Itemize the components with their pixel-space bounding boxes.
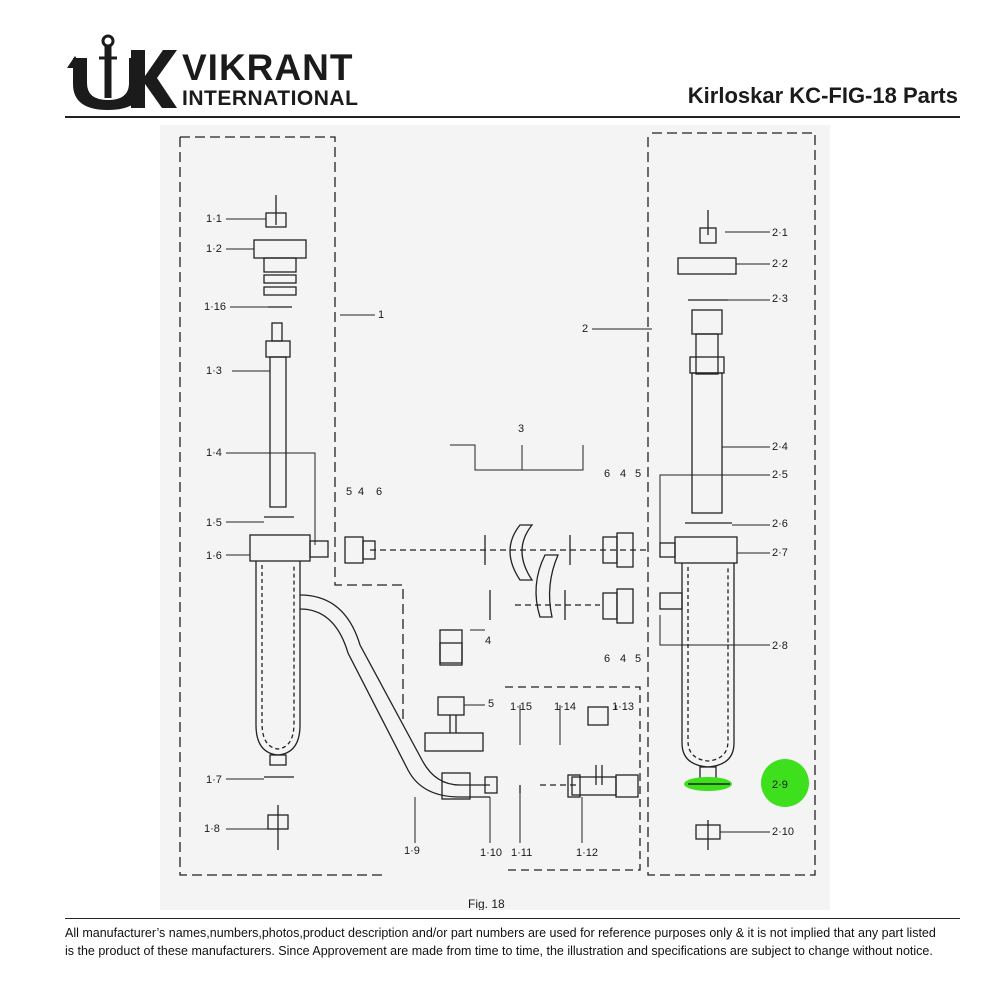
label-1-7: 1·7 [206,774,222,786]
center-assembly [344,524,639,798]
label-2-3: 2·3 [772,293,788,305]
label-6-right-bottom: 6 [604,653,610,665]
label-5-right-bottom: 5 [635,653,641,665]
header-divider [65,116,960,118]
label-6-right-top: 6 [604,468,610,480]
parts-diagram-drawing: 1·1 1·2 1·16 1·3 1·4 1·5 1·6 1·7 1·8 1·9… [179,132,816,911]
group-1-frame [179,136,404,876]
left-assembly [249,195,498,850]
label-1-10: 1·10 [480,847,502,859]
label-1-3: 1·3 [206,365,222,377]
page-header: VIKRANT INTERNATIONAL Kirloskar KC-FIG-1… [65,28,960,118]
label-2-9[interactable]: 2·9 [772,779,788,791]
label-2-4: 2·4 [772,441,788,453]
label-1-12: 1·12 [576,847,598,859]
group-1-fittings-frame [505,686,641,871]
footer-divider [65,918,960,919]
label-1-2: 1·2 [206,243,222,255]
label-1-4: 1·4 [206,447,222,459]
label-2-1: 2·1 [772,227,788,239]
group-label-2: 2 [582,323,588,335]
right-assembly [659,210,738,850]
group-label-3: 3 [518,423,524,435]
label-2-10: 2·10 [772,826,794,838]
label-4-center: 4 [485,635,491,647]
label-5-left: 5 [346,486,352,498]
disclaimer: All manufacturer’s names,numbers,photos,… [65,924,965,960]
label-1-16: 1·16 [204,301,226,313]
label-1-6: 1·6 [206,550,222,562]
label-1-15: 1·15 [510,701,532,713]
parts-diagram: 1·1 1·2 1·16 1·3 1·4 1·5 1·6 1·7 1·8 1·9… [160,125,830,911]
figure-caption: Fig. 18 [468,897,505,910]
label-6-left: 6 [376,486,382,498]
label-4-right-bottom: 4 [620,653,626,665]
label-1-5: 1·5 [206,517,222,529]
label-2-6: 2·6 [772,518,788,530]
label-4-right-top: 4 [620,468,626,480]
label-1-1: 1·1 [206,213,222,225]
label-5-right-top: 5 [635,468,641,480]
highlight-part-2-9[interactable] [684,759,809,807]
vikrant-logo-icon [67,34,177,110]
label-2-2: 2·2 [772,258,788,270]
disclaimer-line-1: All manufacturer’s names,numbers,photos,… [65,926,936,940]
group-label-1: 1 [378,309,384,321]
brand-subtitle: INTERNATIONAL [182,87,359,110]
label-1-13: 1·13 [612,701,634,713]
group-2-frame [647,132,816,876]
label-1-14: 1·14 [554,701,576,713]
page-title: Kirloskar KC-FIG-18 Parts [687,83,958,108]
label-5-center: 5 [488,698,494,710]
label-2-7: 2·7 [772,547,788,559]
leader-lines [226,218,770,843]
label-1-9: 1·9 [404,845,420,857]
disclaimer-line-2: is the product of these manufacturers. S… [65,944,933,958]
label-1-11: 1·11 [511,847,532,859]
brand-name: VIKRANT [182,47,354,88]
label-2-5: 2·5 [772,469,788,481]
label-1-8: 1·8 [204,823,220,835]
label-4-left: 4 [358,486,364,498]
label-2-8: 2·8 [772,640,788,652]
center-axis [370,549,650,786]
